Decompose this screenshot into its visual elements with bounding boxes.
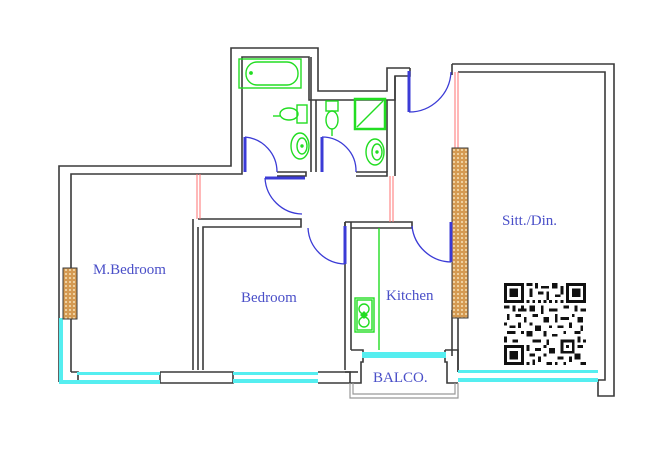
wardrobe-master (62, 267, 78, 320)
windows (59, 318, 598, 384)
qr-code (504, 283, 586, 365)
kitchen-sink-icon (354, 297, 375, 333)
room-label-master-bedroom: M.Bedroom (93, 262, 166, 278)
washbasin-icon-2 (365, 138, 385, 166)
room-label-sitting-dining: Sitt./Din. (502, 213, 558, 229)
fixtures (238, 58, 387, 350)
toilet-icon (273, 104, 308, 124)
openings (196, 72, 459, 222)
room-label-balcony: BALCO. (373, 370, 428, 386)
bathtub-icon (238, 58, 302, 89)
shower-icon (353, 97, 387, 131)
washbasin-icon (290, 132, 310, 160)
doors (243, 71, 453, 265)
balcony-railing (349, 383, 459, 399)
toilet-icon-2 (325, 100, 339, 136)
room-label-kitchen: Kitchen (386, 288, 434, 304)
room-label-bedroom: Bedroom (241, 290, 297, 306)
wardrobe-living (451, 147, 469, 319)
